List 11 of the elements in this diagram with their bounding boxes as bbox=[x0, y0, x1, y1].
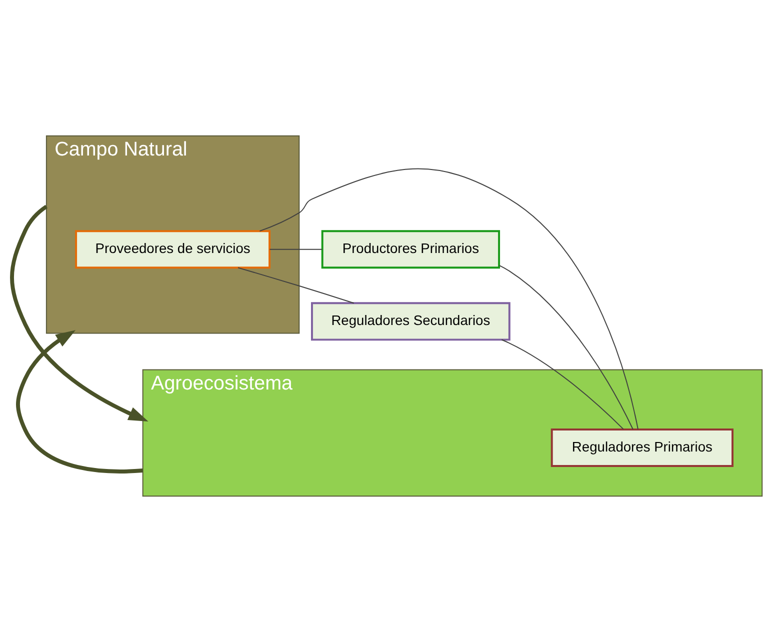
connector bbox=[237, 266, 354, 304]
connector bbox=[501, 338, 624, 430]
connector bbox=[269, 248, 323, 250]
arrow bbox=[10, 204, 148, 422]
node-box: Reguladores Primarios bbox=[550, 428, 734, 467]
arrow bbox=[16, 330, 143, 473]
node-box: Reguladores Secundarios bbox=[311, 302, 510, 340]
node-box: Productores Primarios bbox=[321, 230, 500, 268]
connector bbox=[498, 264, 634, 430]
node-box: Proveedores de servicios bbox=[75, 230, 271, 268]
connector bbox=[259, 168, 638, 430]
